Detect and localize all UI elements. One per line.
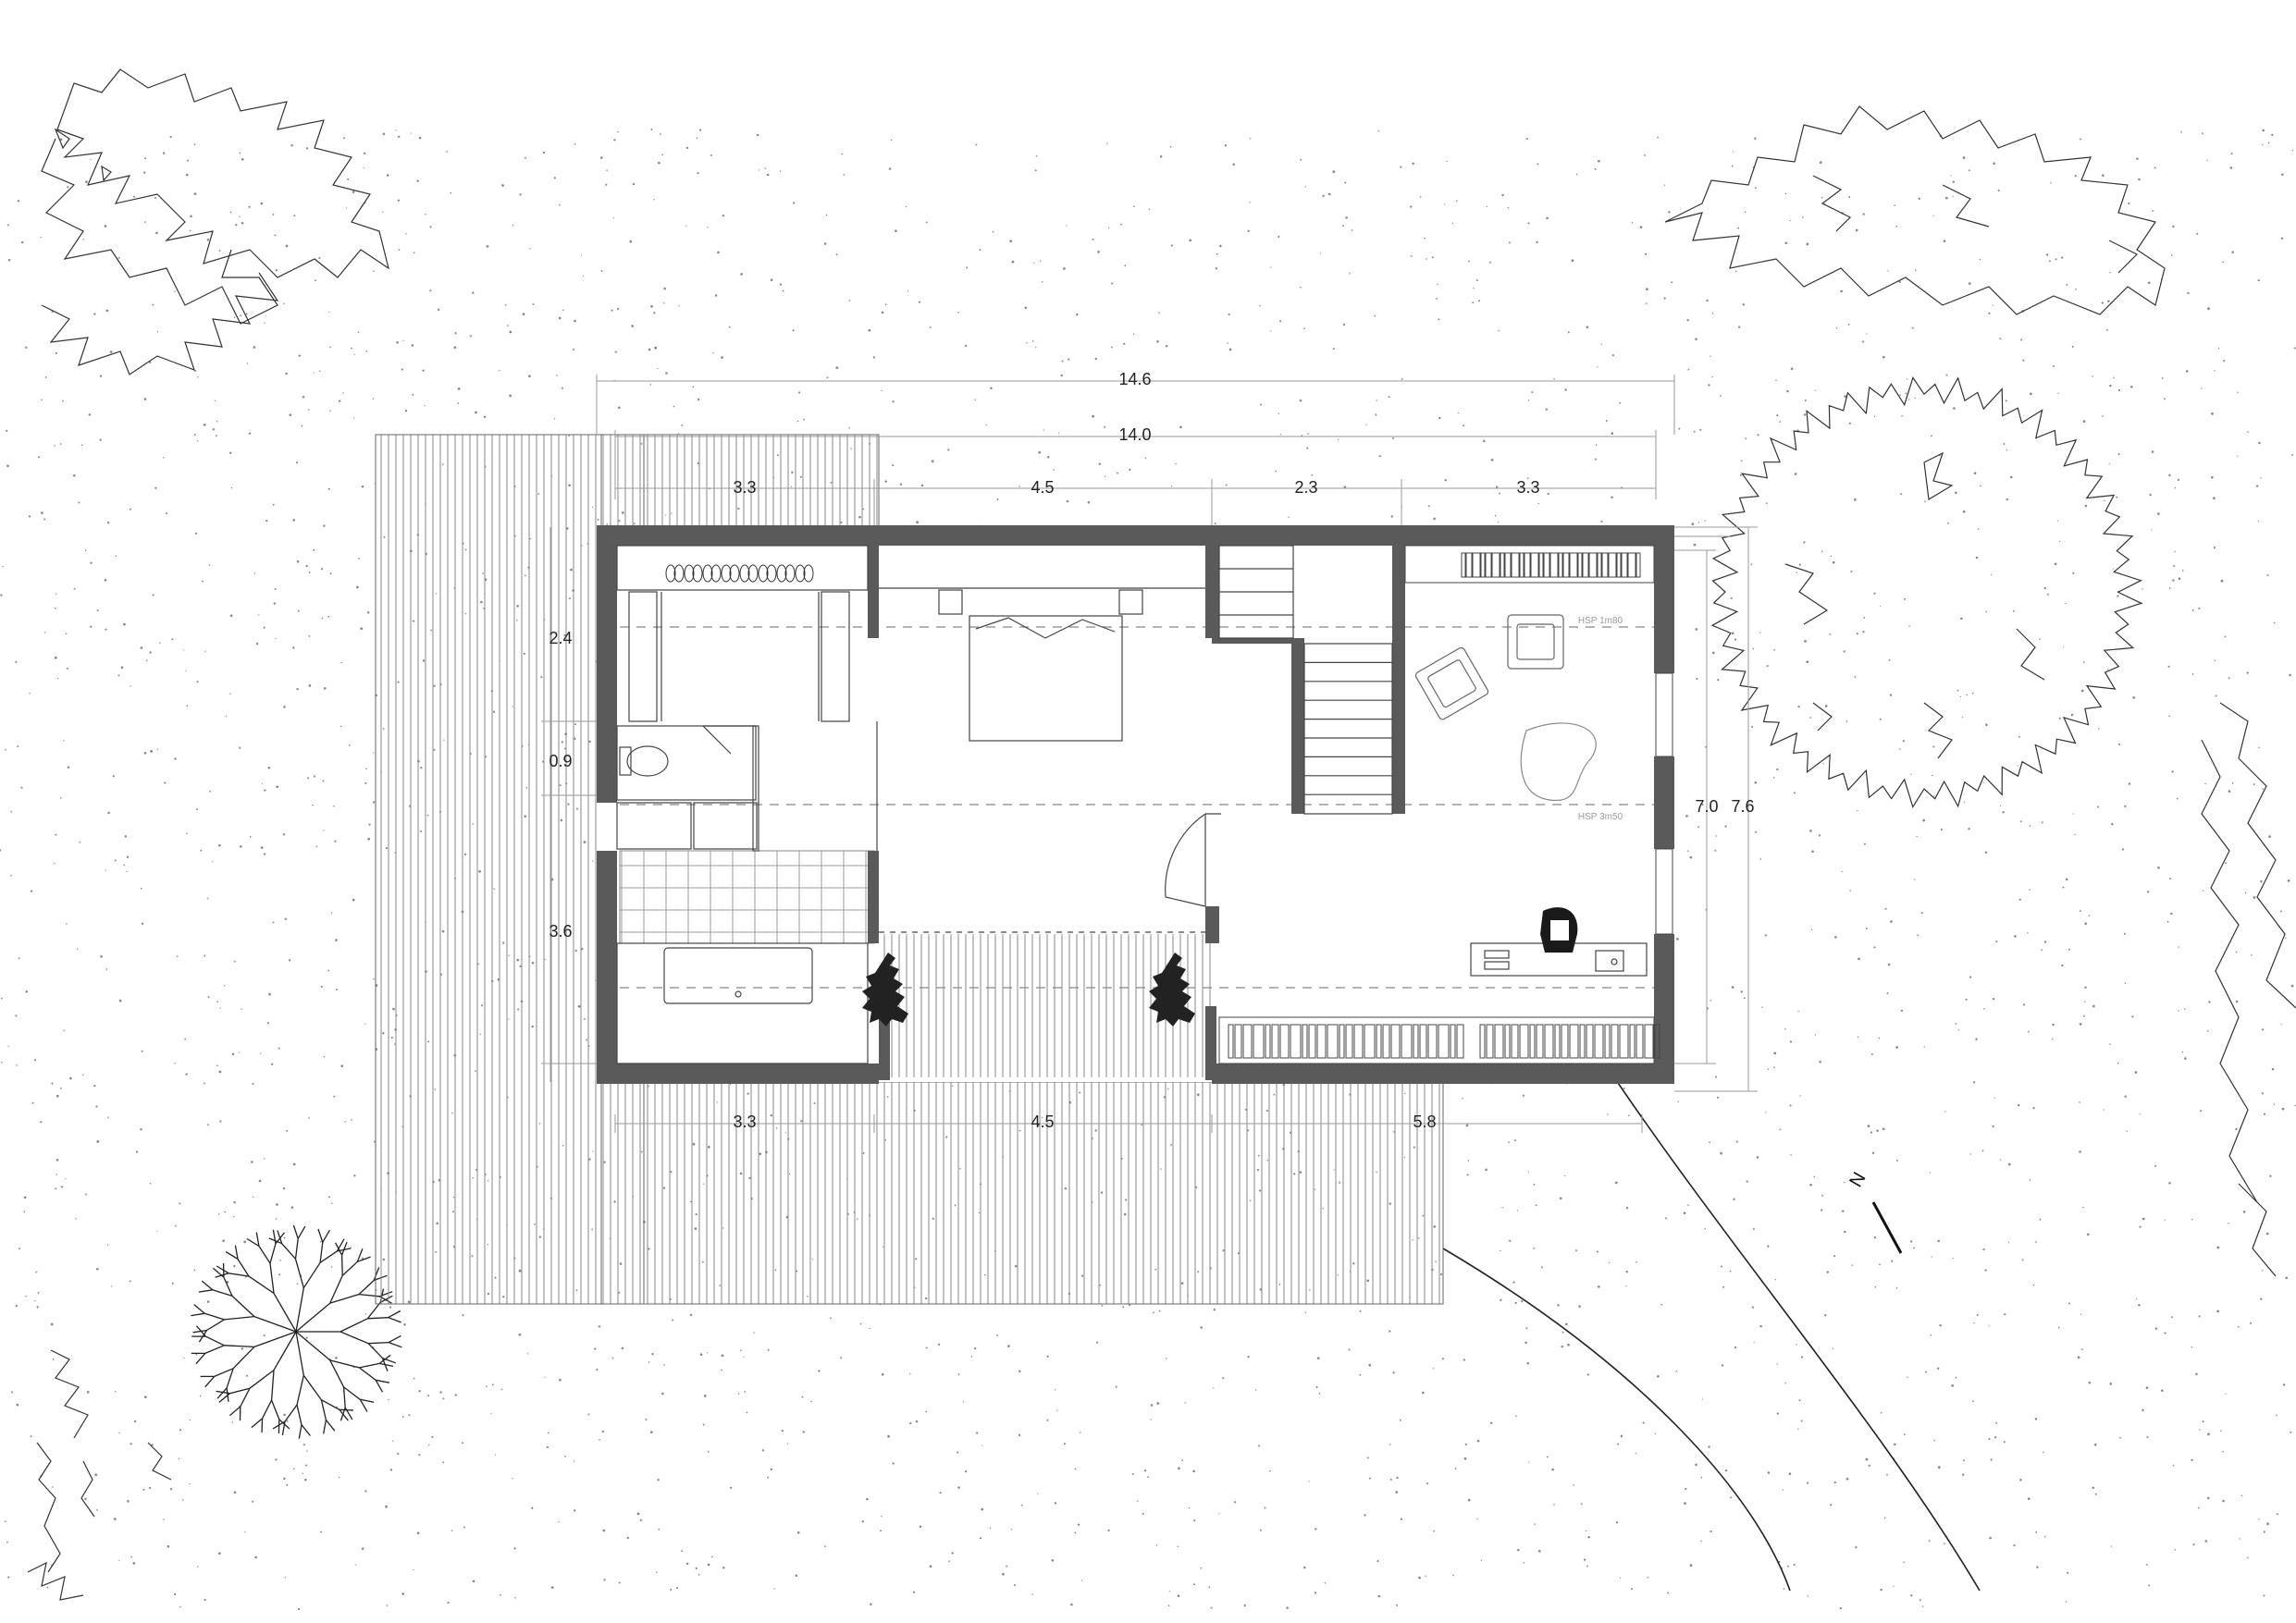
shoes: [665, 564, 814, 583]
dim-top-2: 4.5: [1031, 478, 1054, 497]
deck-north: [600, 434, 880, 528]
dressing-room: [616, 545, 869, 722]
bush-right-edge: [2201, 702, 2296, 1277]
dim-bottom-1: 3.3: [733, 1113, 756, 1131]
desk-chair: [1540, 907, 1578, 953]
dim-top-3: 2.3: [1294, 478, 1317, 497]
wc: [616, 725, 759, 852]
north-arrow: N: [1845, 1169, 1903, 1254]
bookshelf-bottom: [1218, 1016, 1660, 1064]
north-label: N: [1845, 1169, 1870, 1191]
ceiling-label-lower: HSP 3m50: [1578, 812, 1623, 822]
dim-right-2: 7.6: [1731, 797, 1754, 816]
tree-bottom-left: [191, 1224, 402, 1439]
bush-bottom-left: [27, 1349, 172, 1601]
dim-bottom-3: 5.8: [1413, 1113, 1436, 1131]
armchair-1: [1507, 614, 1564, 670]
coffee-table: [1520, 722, 1597, 802]
bush-top-right: [1664, 105, 2166, 315]
ceiling-height-lines: [620, 626, 1656, 989]
staircase: [1218, 545, 1393, 815]
plant-right: [1149, 953, 1195, 1027]
dim-left-1: 2.4: [549, 629, 572, 647]
bookshelf-top: [1404, 545, 1655, 584]
tree-right: [1710, 376, 2143, 809]
dim-overall-inner: 14.0: [1118, 425, 1151, 444]
dim-left-2: 0.9: [549, 752, 572, 770]
deck-south: [600, 1081, 1444, 1305]
road-outer-curve: [1613, 1076, 1981, 1592]
door-swing: [1165, 813, 1221, 907]
dimension-lines: [541, 375, 1758, 1133]
bathroom-tiles: [619, 850, 875, 944]
walls: [597, 525, 1674, 1084]
bush-top-left: [41, 68, 389, 375]
armchair-2: [1414, 646, 1489, 720]
dim-top-4: 3.3: [1516, 478, 1539, 497]
dim-bottom-2: 4.5: [1031, 1113, 1054, 1131]
dim-left-3: 3.6: [549, 922, 572, 941]
dim-top-1: 3.3: [733, 478, 756, 497]
plant-left: [862, 953, 908, 1027]
road-inner-curve: [1442, 1248, 1791, 1592]
dim-right-1: 7.0: [1695, 797, 1718, 816]
bedroom: [876, 587, 1205, 851]
dim-overall-outer: 14.6: [1118, 370, 1151, 388]
ceiling-label-upper: HSP 1m80: [1578, 616, 1623, 626]
windows-east: [1655, 672, 1673, 935]
